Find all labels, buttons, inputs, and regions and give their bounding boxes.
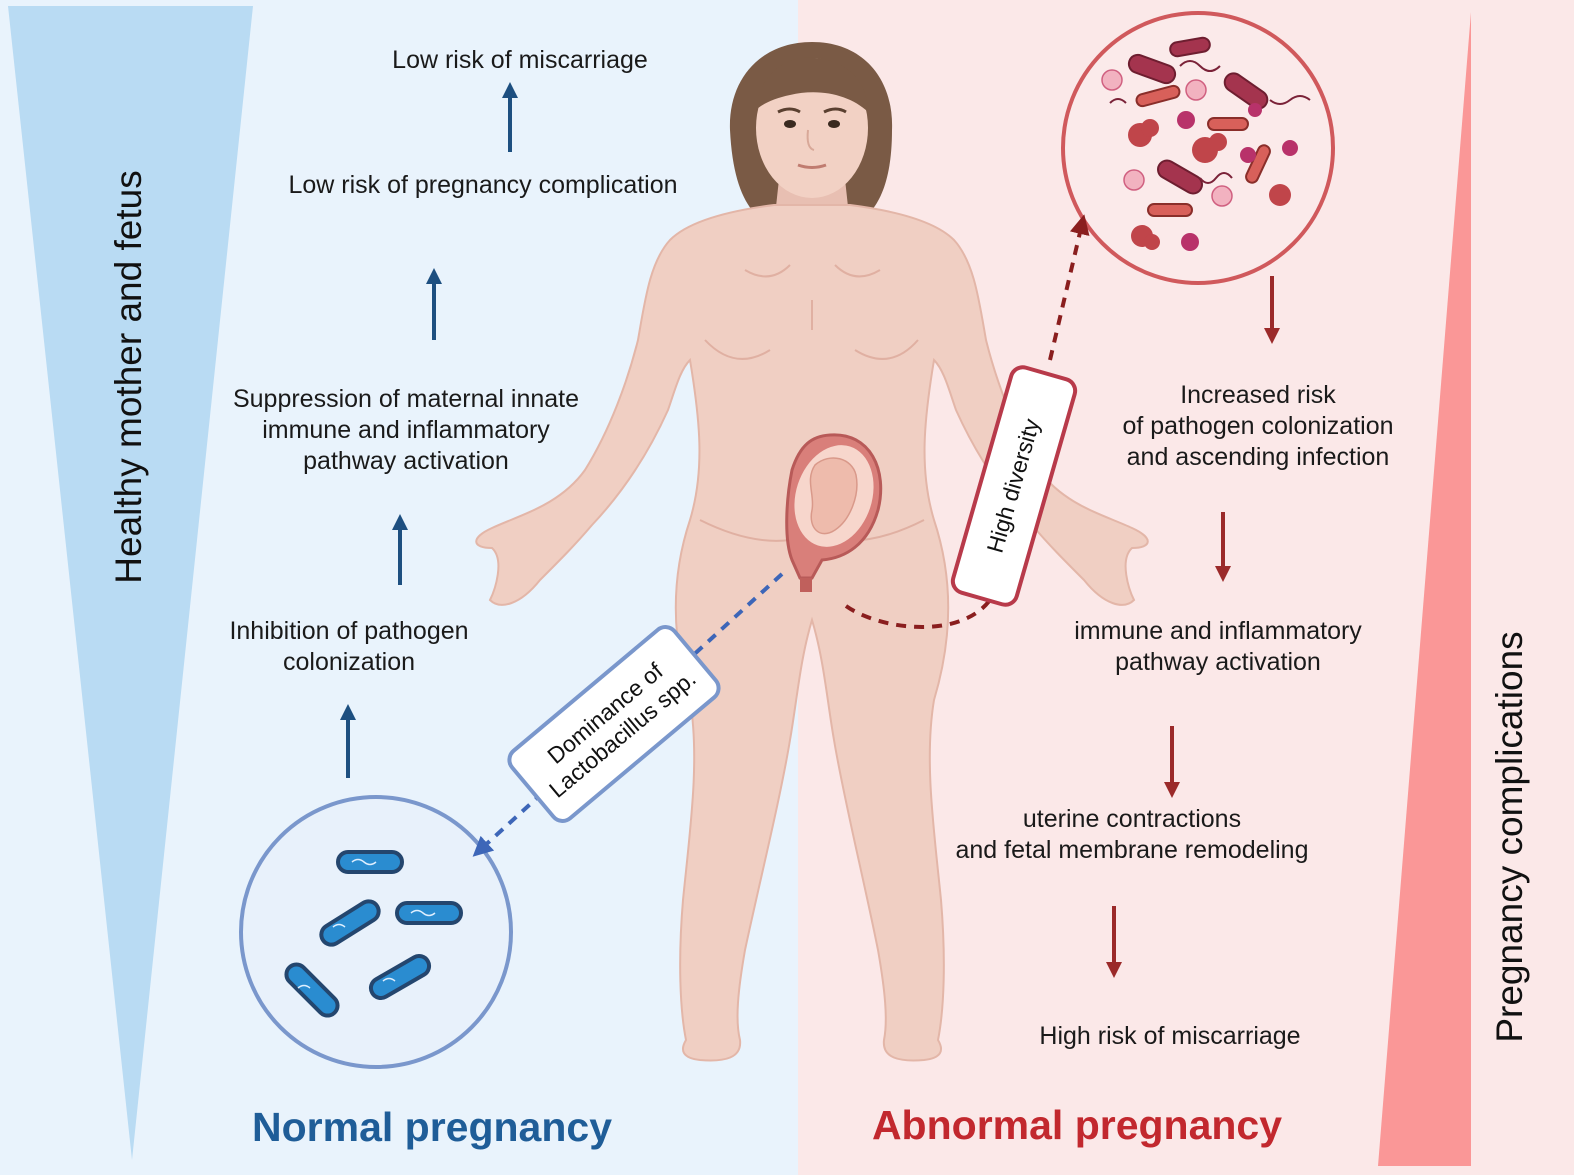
complications-wedge: [1378, 12, 1471, 1166]
lactobacillus-callout-box: [507, 625, 721, 823]
normal-step-suppression: Suppression of maternal innate immune an…: [232, 385, 580, 475]
healthy-wedge: [8, 6, 253, 1160]
healthy-side-label: Healthy mother and fetus: [108, 170, 149, 584]
complications-side-label: Pregnancy complications: [1489, 631, 1530, 1043]
lactobacillus-circle-icon: [239, 795, 513, 1069]
abnormal-pregnancy-title: Abnormal pregnancy: [871, 1102, 1283, 1148]
diversity-connector-upper: [1048, 214, 1090, 361]
pregnant-woman-illustration: [475, 42, 1149, 1062]
abnormal-step-increased-risk: Increased risk of pathogen colonization …: [1122, 381, 1394, 471]
diversity-connector-lower: [844, 598, 992, 629]
abnormal-flow-arrows: [1106, 276, 1280, 978]
abnormal-step-uterine-contractions: uterine contractions and fetal membrane …: [955, 805, 1309, 864]
mixed-pathogens-circle-icon: [1061, 11, 1335, 285]
normal-step-low-complication: Low risk of pregnancy complication: [288, 171, 678, 199]
normal-step-low-miscarriage: Low risk of miscarriage: [392, 46, 648, 74]
abnormal-step-high-miscarriage: High risk of miscarriage: [1039, 1022, 1301, 1050]
diversity-callout-box: [950, 365, 1078, 607]
normal-flow-arrows: [340, 82, 518, 778]
normal-step-inhibition: Inhibition of pathogen colonization: [229, 617, 469, 676]
normal-pregnancy-title: Normal pregnancy: [252, 1104, 612, 1150]
abnormal-step-immune-activation: immune and inflammatory pathway activati…: [1074, 617, 1362, 676]
